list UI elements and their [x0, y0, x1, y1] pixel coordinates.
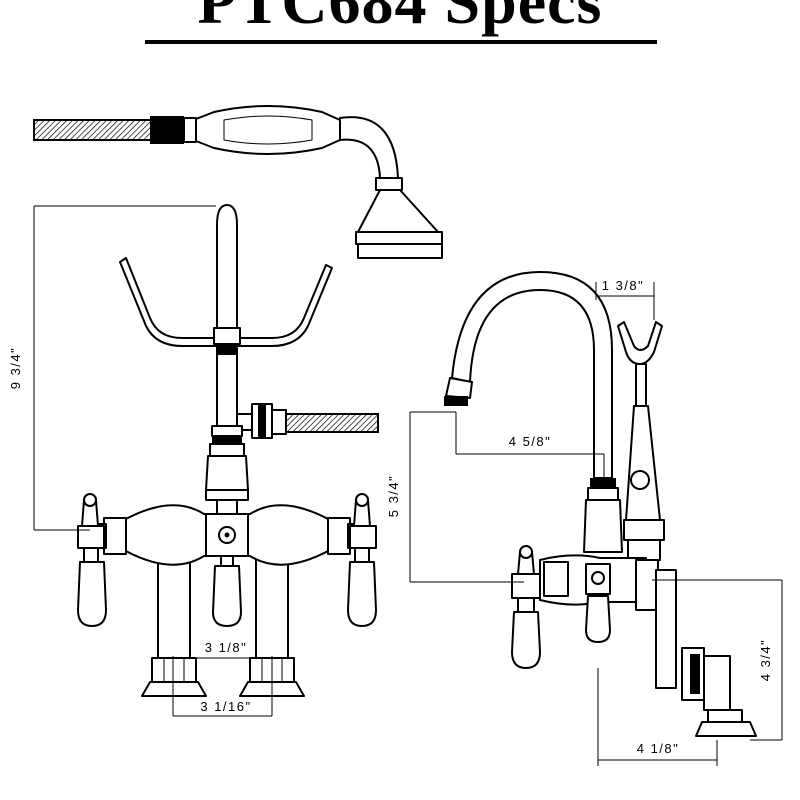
- column-base-band: [205, 489, 249, 501]
- spout-aerator: [444, 396, 468, 406]
- cradle-collar: [213, 327, 241, 345]
- column-ring: [211, 425, 243, 437]
- dimension-mount-height: 4 3/4": [758, 639, 773, 682]
- hose-outlet-collar: [271, 409, 287, 435]
- riser-ring: [216, 344, 238, 354]
- column-body: [205, 455, 249, 491]
- dimension-center-spread: 3 1/8": [205, 640, 248, 655]
- hose-outlet-nut-band: [258, 404, 266, 438]
- dimension-spout-reach: 4 5/8": [509, 434, 552, 449]
- side-view-dimension-lines: [409, 282, 783, 766]
- diverter-lever: [212, 565, 242, 627]
- side-handle-top-cap: [519, 545, 533, 559]
- dimension-cradle-spread: 1 3/8": [602, 278, 645, 293]
- lower-riser: [216, 353, 238, 427]
- dimension-base-spread: 3 1/16": [200, 699, 251, 714]
- side-handle-hub: [511, 573, 541, 599]
- side-body-cap: [543, 561, 569, 597]
- shower-head: [357, 189, 439, 233]
- column-collar: [209, 443, 245, 457]
- shower-head-face: [357, 243, 443, 259]
- page-title: PTC684 Specs: [197, 0, 603, 37]
- handle-lever-right: [347, 561, 377, 627]
- spout-ring: [590, 478, 616, 488]
- faucet-front-view: [77, 204, 379, 697]
- shower-handle: [195, 105, 341, 155]
- side-cradle-collar: [623, 519, 665, 541]
- dimension-overall-height: 9 3/4": [8, 347, 23, 390]
- handle-neck-right: [354, 547, 370, 563]
- column-ring-band: [212, 436, 242, 444]
- hose-nut: [150, 116, 184, 144]
- side-cradle-knob: [630, 470, 650, 490]
- diverter-collar: [216, 499, 238, 515]
- shower-neck: [339, 116, 399, 179]
- shower-head-collar: [375, 177, 403, 191]
- diverter-stem: [220, 555, 234, 567]
- handle-neck-left: [83, 547, 99, 563]
- handle-hub-right: [349, 525, 377, 549]
- dimension-spout-height: 5 3/4": [386, 475, 401, 518]
- dimension-wall-offset: 4 1/8": [637, 741, 680, 756]
- faucet-side-view: [444, 271, 757, 737]
- shower-head-rim: [355, 231, 443, 245]
- handle-hub-left: [77, 525, 105, 549]
- handle-top-cap-left: [83, 493, 97, 507]
- side-cradle-fork: [617, 321, 663, 365]
- handle-lever-left: [77, 561, 107, 627]
- leg-nut-left: [151, 657, 197, 683]
- hose-collar: [183, 117, 197, 143]
- front-view-dimension-lines: [33, 205, 273, 717]
- spout-tip: [445, 377, 473, 399]
- handle-grip-detail: [223, 115, 313, 145]
- side-cradle-stem: [635, 363, 647, 407]
- side-diverter-knob: [591, 571, 605, 585]
- spout-riser: [216, 204, 238, 331]
- wall-nut: [707, 709, 743, 723]
- title-underline: [145, 40, 657, 44]
- valve-cap-left: [103, 517, 127, 555]
- side-cradle-body: [625, 405, 661, 521]
- spout-collar: [587, 487, 619, 501]
- leg-flange-left: [141, 681, 207, 697]
- handshower-cradle: [119, 257, 333, 347]
- side-cradle-tee: [627, 539, 661, 561]
- handle-top-cap-right: [355, 493, 369, 507]
- mount-flange: [635, 559, 659, 611]
- spout-column: [583, 499, 623, 553]
- wall-flange: [695, 721, 757, 737]
- diverter-knob-center: [224, 532, 230, 538]
- valve-cap-right: [327, 517, 351, 555]
- hand-shower: [33, 105, 443, 259]
- wall-supply: [703, 655, 731, 711]
- mount-arm: [655, 569, 677, 689]
- side-diverter-lever: [585, 595, 611, 643]
- hose-side-segment: [285, 413, 379, 433]
- side-handle-lever: [511, 611, 541, 669]
- wall-elbow-nut: [690, 654, 700, 694]
- hose-segment: [33, 119, 155, 141]
- side-handle-neck: [517, 597, 535, 613]
